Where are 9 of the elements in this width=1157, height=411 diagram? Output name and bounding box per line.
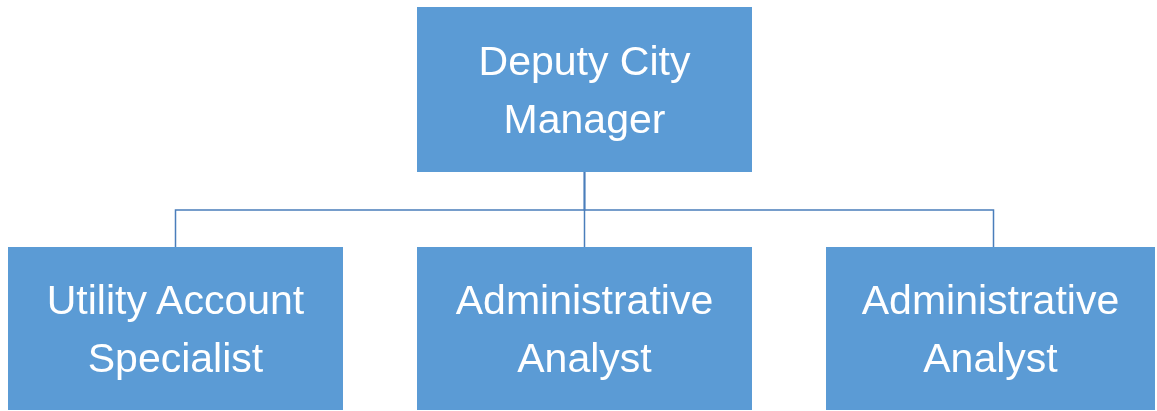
position-box — [417, 247, 752, 410]
position-box — [417, 7, 752, 172]
position-title: Administrative Analyst — [454, 275, 715, 383]
connector-line — [583, 171, 995, 248]
position-title: Deputy City Manager — [477, 36, 692, 144]
position-box — [8, 247, 343, 410]
position-title: Utility Account Specialist — [45, 275, 306, 383]
position-box — [826, 247, 1155, 410]
position-title: Administrative Analyst — [860, 275, 1121, 383]
